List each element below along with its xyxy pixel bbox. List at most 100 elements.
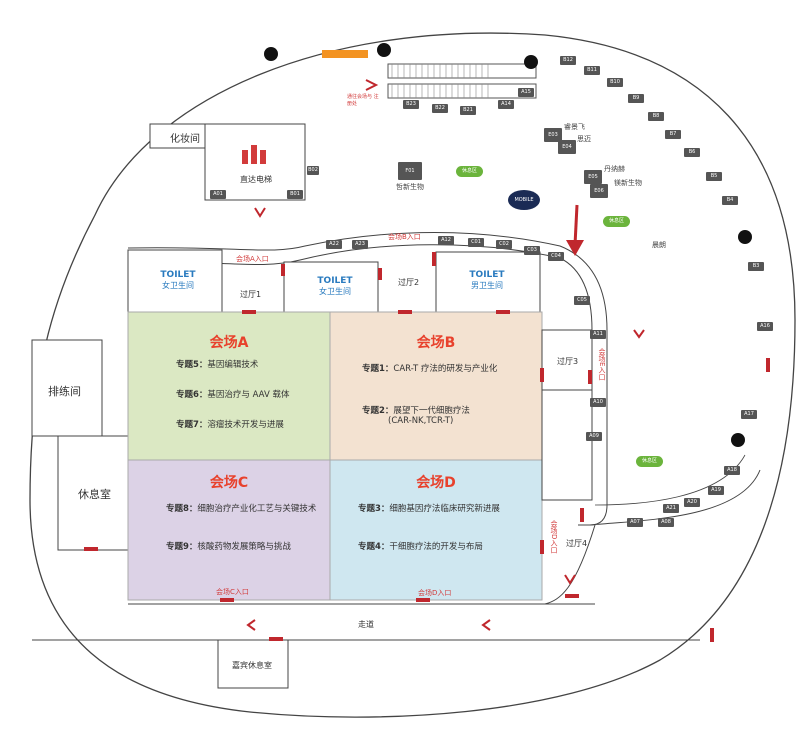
venue-b-topic: 专题1：CAR-T 疗法的研发与产业化 (362, 364, 498, 374)
venue-d-topic: 专题3：细胞基因疗法临床研究新进展 (358, 504, 500, 514)
lounge-room (57, 435, 129, 551)
booth[interactable]: B23 (403, 100, 419, 109)
booth[interactable]: C03 (524, 246, 540, 255)
venue-a-topic: 专题5：基因编辑技术 (176, 360, 259, 370)
venue-d[interactable]: 会场D 专题3：细胞基因疗法临床研究新进展 专题4：干细胞疗法的开发与布局 (330, 460, 542, 600)
booth[interactable]: B02 (307, 166, 319, 175)
venue-b-topic-sub: (CAR-NK,TCR-T) (388, 416, 454, 426)
booth[interactable]: B12 (560, 56, 576, 65)
booth-large[interactable]: E04 (558, 140, 576, 154)
booth[interactable]: A22 (326, 240, 342, 249)
booth[interactable]: A15 (518, 88, 534, 97)
booth[interactable]: B21 (460, 106, 476, 115)
booth[interactable]: B7 (665, 130, 681, 139)
booth[interactable]: B4 (722, 196, 738, 205)
venue-a-title: 会场A (209, 335, 249, 351)
booth[interactable]: B5 (706, 172, 722, 181)
booth-large[interactable]: E06 (590, 184, 608, 198)
booth[interactable]: B10 (607, 78, 623, 87)
booth[interactable]: A19 (708, 486, 724, 495)
rehearsal-room (31, 339, 103, 437)
toilet-title: TOILET (160, 270, 196, 280)
venue-d-area (329, 459, 543, 601)
booth[interactable]: A23 (352, 240, 368, 249)
arrows (246, 79, 645, 631)
booth[interactable]: A18 (724, 466, 740, 475)
pass1-label: 过厅1 (240, 290, 262, 299)
doors (84, 252, 770, 642)
rest-area-1: 休息区 (456, 166, 484, 177)
booth[interactable]: B3 (748, 262, 764, 271)
booth[interactable]: A12 (438, 236, 454, 245)
booth[interactable]: A08 (658, 518, 674, 527)
venue-d-title: 会场D (416, 475, 456, 491)
entrance-b-label: 会场B入口 (388, 233, 421, 241)
rest-area-3: 休息区 (636, 456, 664, 467)
booth[interactable]: A10 (590, 398, 606, 407)
e03-sub: 思迈 (577, 135, 591, 143)
booth[interactable]: A20 (684, 498, 700, 507)
booth[interactable]: B9 (628, 94, 644, 103)
venue-b[interactable]: 会场B 专题1：CAR-T 疗法的研发与产业化 专题2：展望下一代细胞疗法 (C… (330, 312, 542, 460)
booth[interactable]: B11 (584, 66, 600, 75)
booth[interactable]: B01 (287, 190, 303, 199)
columns (264, 43, 752, 447)
pass4-label: 过厅4 (566, 539, 588, 548)
toilet-label: 男卫生间 (471, 281, 503, 290)
e05-sub: 镁新生物 (614, 179, 642, 187)
booth-large[interactable]: F01 (398, 162, 422, 180)
booth[interactable]: A07 (627, 518, 643, 527)
venue-c-topic: 专题8：细胞治疗产业化工艺与关键技术 (166, 504, 317, 514)
registration-note: 通往会场与 注册处 (347, 94, 379, 107)
venue-c[interactable]: 会场C 专题8：细胞治疗产业化工艺与关键技术 专题9：核酸药物发展策略与挑战 (128, 460, 330, 600)
e05-company: 丹纳赫 (604, 165, 625, 173)
booth[interactable]: A09 (586, 432, 602, 441)
makeup-room-label: 化妆间 (170, 134, 200, 145)
booth[interactable]: A21 (663, 504, 679, 513)
booth[interactable]: C02 (496, 240, 512, 249)
booth[interactable]: C05 (574, 296, 590, 305)
vip-lounge-room (217, 639, 289, 689)
toilet-title: TOILET (469, 270, 505, 280)
booth[interactable]: B6 (684, 148, 700, 157)
venue-b-area (329, 311, 543, 461)
entrance-a-label: 会场A入口 (236, 255, 269, 263)
booth[interactable]: A17 (741, 410, 757, 419)
booth[interactable]: B8 (648, 112, 664, 121)
venue-c-topic: 专题9：核酸药物发展策略与挑战 (166, 542, 291, 552)
booth[interactable]: B22 (432, 104, 448, 113)
booth-large[interactable]: E05 (584, 170, 602, 184)
entrance-d-side-label: 会场D入口 (550, 520, 558, 554)
registration-bar (322, 50, 368, 58)
toilet-women-2: TOILET 女卫生间 (300, 276, 370, 297)
f01-company: 哲新生物 (396, 183, 424, 191)
booth[interactable]: A14 (498, 100, 514, 109)
main-arrow (566, 204, 584, 256)
lounge-room-label: 休息室 (78, 488, 111, 501)
booth[interactable]: C04 (548, 252, 564, 261)
venue-d-topic: 专题4：干细胞疗法的开发与布局 (358, 542, 483, 552)
booth[interactable]: A01 (210, 190, 226, 199)
booth[interactable]: A11 (590, 330, 606, 339)
toilet-label: 女卫生间 (319, 287, 351, 296)
corridor-label: 走道 (358, 620, 374, 629)
entrance-c-label: 会场C入口 (216, 588, 249, 596)
vip-lounge-label: 嘉宾休息室 (232, 661, 272, 670)
booth-large[interactable]: E03 (544, 128, 562, 142)
mobile-logo-text: MOBILE (514, 197, 534, 203)
pass2-label: 过厅2 (398, 278, 420, 287)
booth[interactable]: A16 (757, 322, 773, 331)
entrance-e-label: 会场E入口 (598, 348, 606, 381)
venue-c-title: 会场C (209, 475, 249, 491)
e03-company: 睿景飞 (564, 123, 585, 131)
escalator (387, 63, 537, 99)
venue-a[interactable]: 会场A 专题5：基因编辑技术 专题6：基因治疗与 AAV 载体 专题7：溶瘤技术… (128, 312, 330, 460)
elevator-label: 直达电梯 (240, 175, 272, 184)
meeting-curve-wall (127, 244, 593, 500)
c05-company: 晨朗 (652, 241, 666, 249)
toilet-title: TOILET (317, 276, 353, 286)
rehearsal-room-label: 排练间 (48, 385, 81, 398)
toilet-women-1: TOILET 女卫生间 (145, 270, 211, 291)
booth[interactable]: C01 (468, 238, 484, 247)
